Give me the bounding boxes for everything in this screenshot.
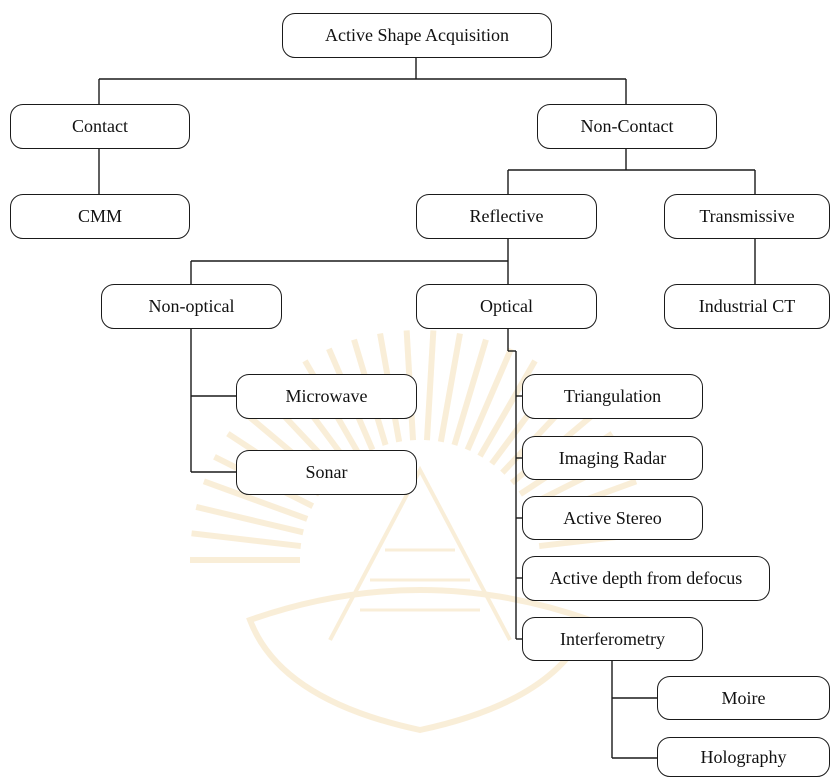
node-cmm: CMM	[10, 194, 190, 239]
node-imaging-radar: Imaging Radar	[522, 436, 703, 480]
node-microwave: Microwave	[236, 374, 417, 419]
watermark-ray	[464, 347, 514, 452]
node-industrial-ct: Industrial CT	[664, 284, 830, 329]
node-contact: Contact	[10, 104, 190, 149]
node-active-shape-acquisition: Active Shape Acquisition	[282, 13, 552, 58]
watermark-ray	[451, 338, 489, 446]
node-triangulation: Triangulation	[522, 374, 703, 419]
node-active-depth-from-defocus: Active depth from defocus	[522, 556, 770, 601]
node-reflective: Reflective	[416, 194, 597, 239]
node-interferometry: Interferometry	[522, 617, 703, 661]
watermark-ray	[195, 504, 304, 536]
node-holography: Holography	[657, 737, 830, 777]
node-non-contact: Non-Contact	[537, 104, 717, 149]
watermark-ray	[437, 332, 463, 443]
node-optical: Optical	[416, 284, 597, 329]
node-moire: Moire	[657, 676, 830, 720]
node-active-stereo: Active Stereo	[522, 496, 703, 540]
node-transmissive: Transmissive	[664, 194, 830, 239]
watermark-ray	[202, 478, 309, 522]
watermark-ray	[423, 330, 437, 441]
node-sonar: Sonar	[236, 450, 417, 495]
watermark-ray	[191, 530, 302, 550]
node-non-optical: Non-optical	[101, 284, 282, 329]
